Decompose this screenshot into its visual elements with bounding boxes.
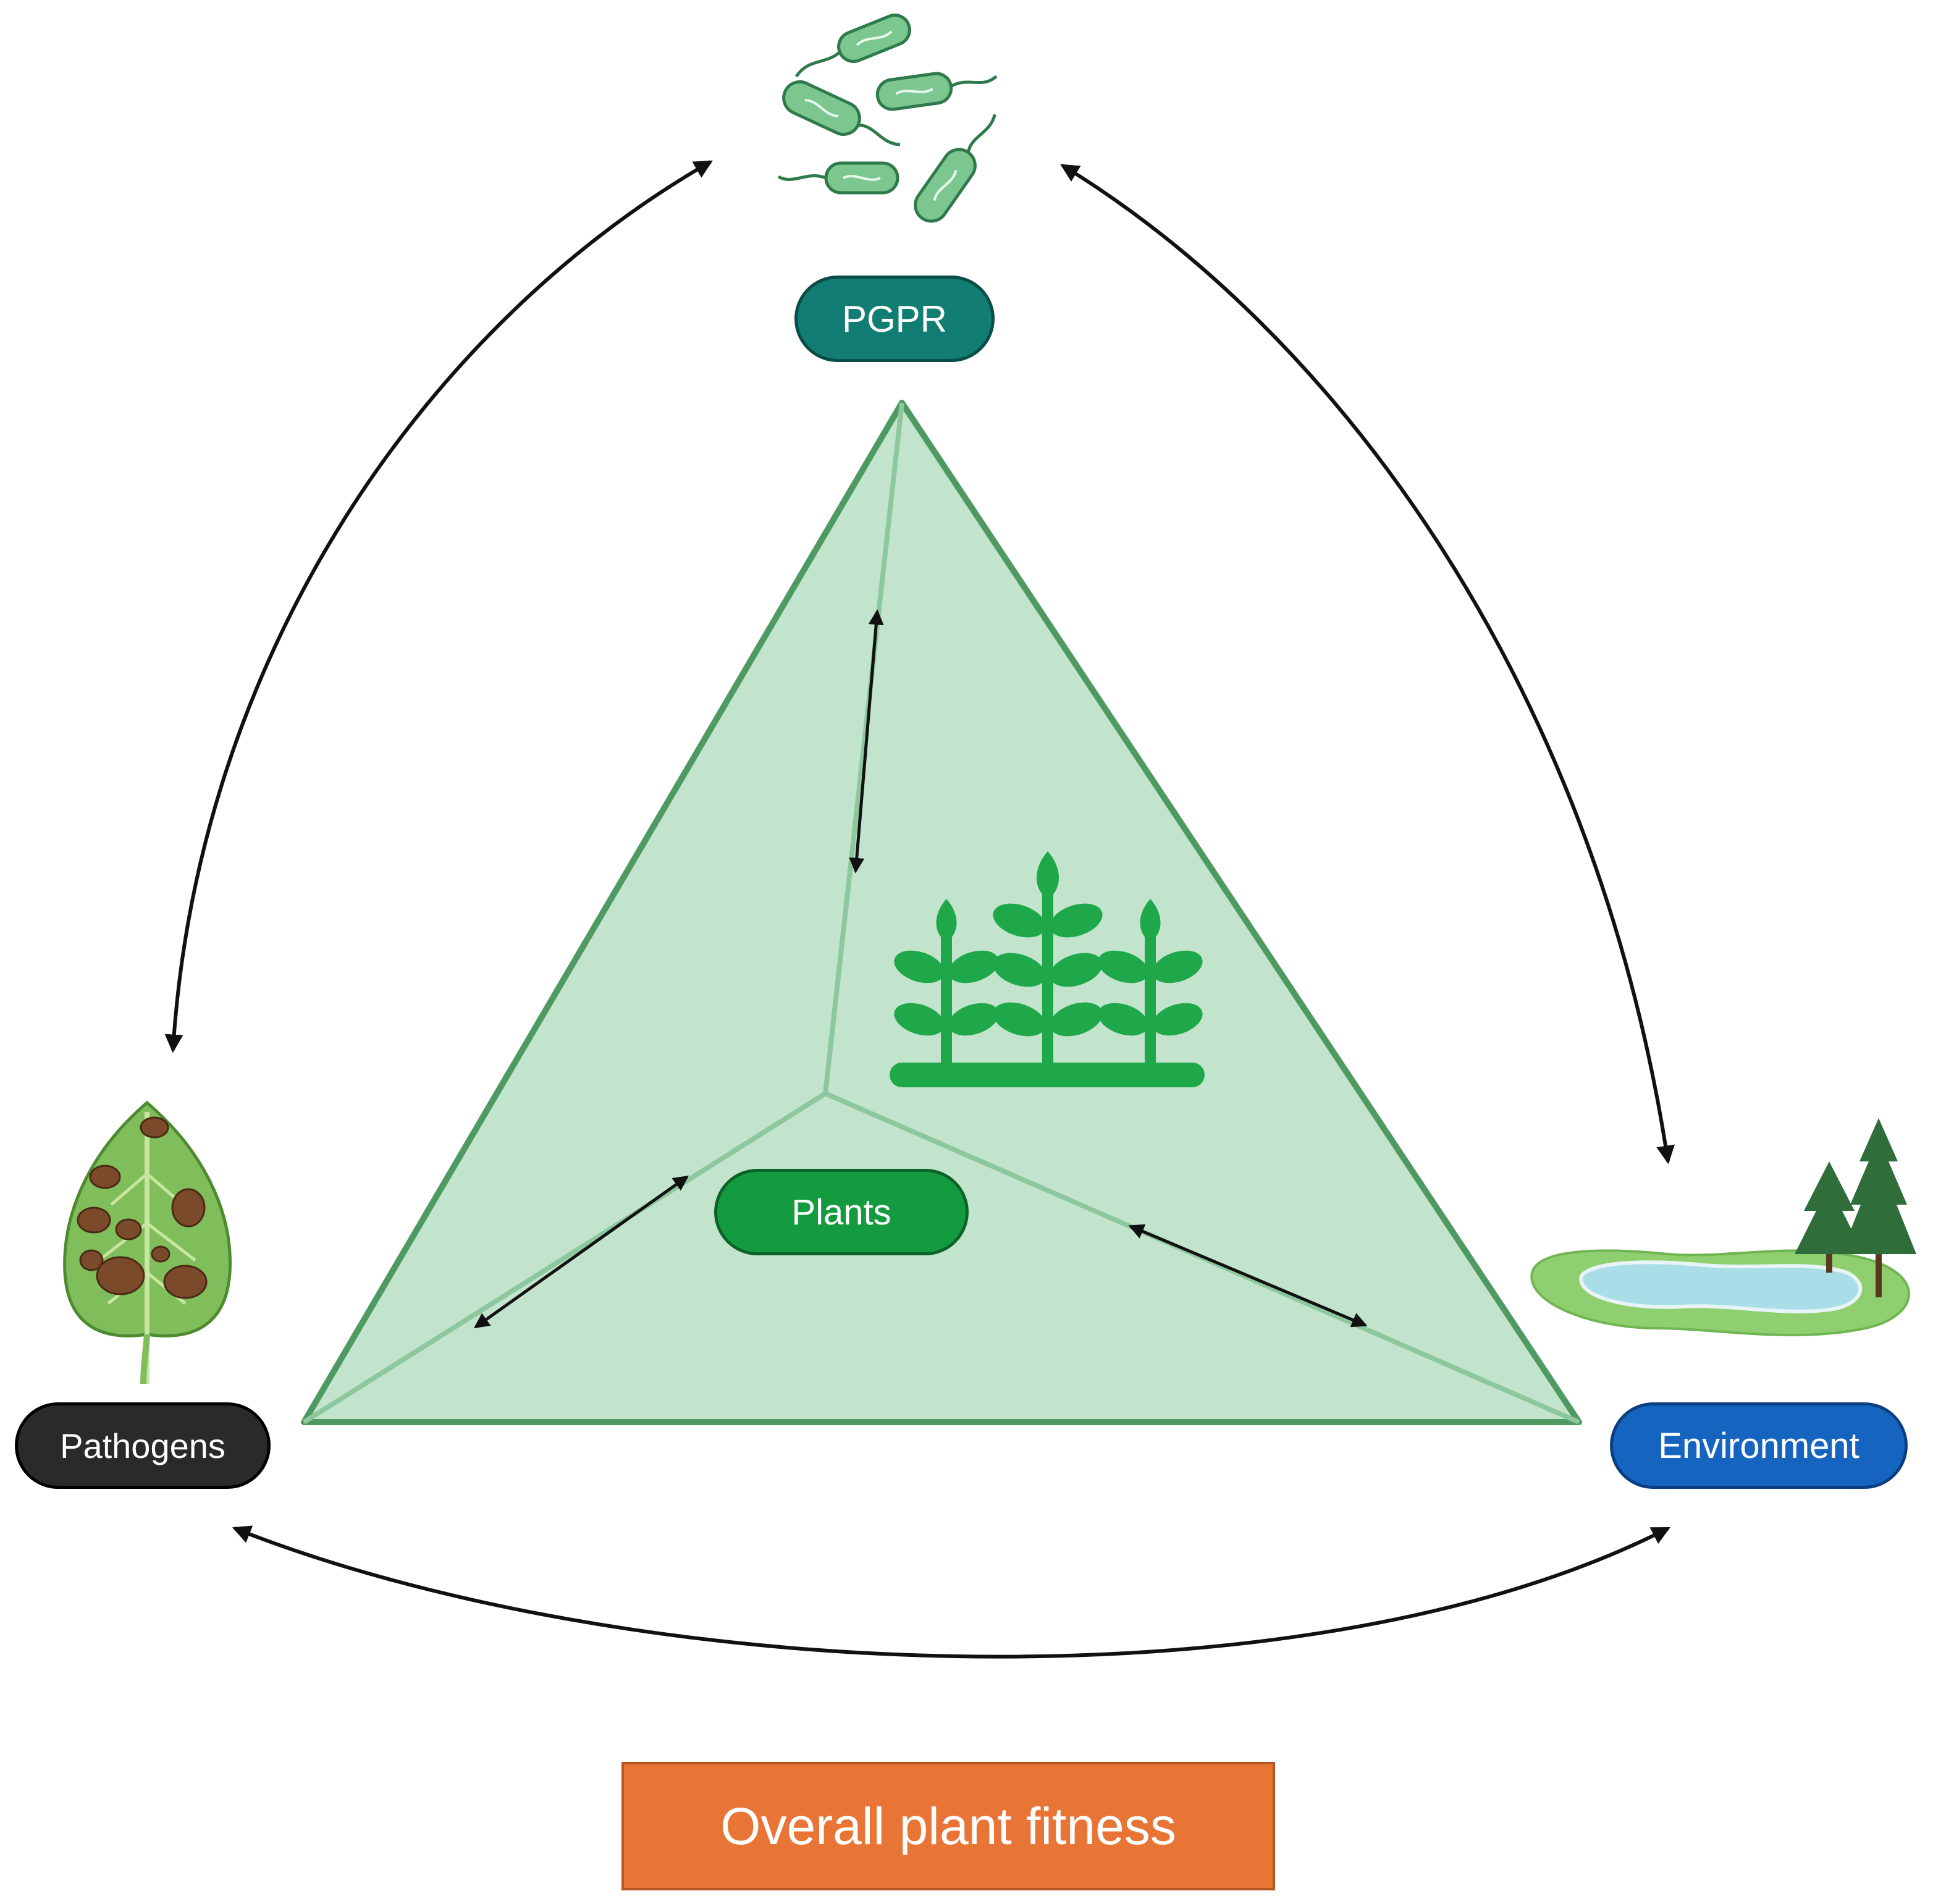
arrow-pgpr-environment xyxy=(1060,164,1675,1165)
arrow-plants-pgpr xyxy=(849,609,884,874)
plants-label: Plants xyxy=(714,1169,969,1255)
arrow-plants-environment xyxy=(1128,1224,1368,1328)
diseased-leaf-icon xyxy=(63,1100,232,1384)
pathogens-label: Pathogens xyxy=(15,1402,271,1489)
plants-icon xyxy=(890,851,1205,1087)
arrow-pathogens-environment xyxy=(232,1525,1671,1659)
pgpr-label: PGPR xyxy=(794,276,995,362)
arrow-pgpr-pathogens xyxy=(164,160,713,1053)
bacteria-icon xyxy=(777,14,998,223)
environment-label: Environment xyxy=(1610,1402,1908,1489)
arrow-plants-pathogens xyxy=(473,1175,689,1329)
lake-trees-icon xyxy=(1530,1118,1916,1337)
overall-plant-fitness-box: Overall plant fitness xyxy=(621,1762,1275,1890)
